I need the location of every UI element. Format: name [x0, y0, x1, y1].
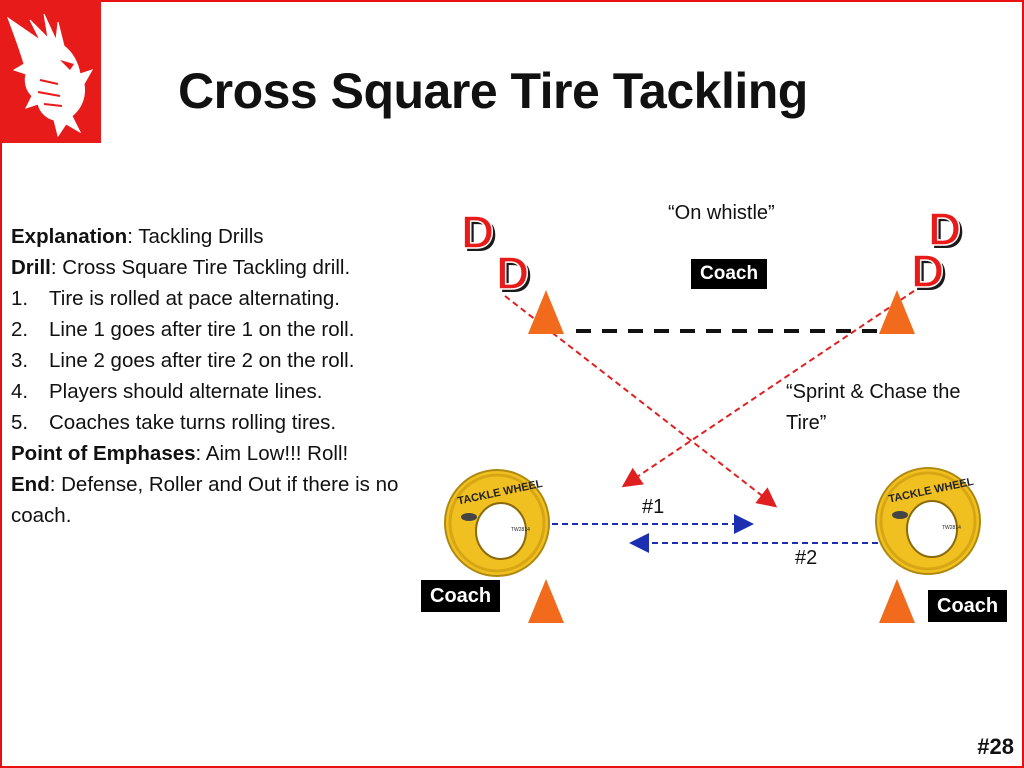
drill-line: Drill: Cross Square Tire Tackling drill.: [11, 252, 421, 283]
emphasis-label: Point of Emphases: [11, 442, 196, 465]
svg-text:D: D: [911, 245, 944, 297]
cone-bottom-right: [879, 579, 915, 623]
tire1-label: #1: [642, 496, 665, 518]
cone-bottom-left: [528, 579, 564, 623]
svg-text:D: D: [464, 209, 497, 261]
step-number: 5.: [11, 411, 29, 434]
step-text: Tire is rolled at pace alternating.: [49, 287, 340, 310]
step-item: 4. Players should alternate lines.: [11, 376, 421, 407]
tire-2: TACKLE WHEEL TW2814: [874, 466, 982, 576]
end-value: : Defense, Roller and Out if there is no…: [11, 473, 399, 527]
coach-label-bottom-left: Coach: [421, 580, 501, 612]
svg-text:D: D: [496, 247, 529, 299]
right-chase-path: [621, 290, 915, 488]
drill-value: : Cross Square Tire Tackling drill.: [50, 256, 351, 279]
step-number: 2.: [11, 318, 29, 341]
drill-explanation: Explanation: Tackling Drills Drill: Cros…: [11, 221, 421, 531]
sprint-label: “Sprint & Chase the Tire”: [786, 381, 961, 434]
svg-text:D: D: [499, 250, 532, 302]
eagle-icon: [6, 13, 94, 138]
step-item: 1. Tire is rolled at pace alternating.: [11, 283, 421, 314]
emphasis-line: Point of Emphases: Aim Low!!! Roll!: [11, 438, 421, 469]
coach-label-top: Coach: [691, 259, 768, 289]
end-label: End: [11, 473, 50, 496]
cone-top-left: [528, 290, 564, 334]
cone-top-right: [879, 290, 915, 334]
step-text: Coaches take turns rolling tires.: [49, 411, 337, 434]
defender-marker: D D: [927, 202, 964, 258]
step-item: 3. Line 2 goes after tire 2 on the roll.: [11, 345, 421, 376]
end-line: End: Defense, Roller and Out if there is…: [11, 469, 421, 531]
slide-number: #28: [977, 734, 1014, 759]
step-item: 5. Coaches take turns rolling tires.: [11, 407, 421, 438]
tire-1: TACKLE WHEEL TW2814: [443, 468, 551, 578]
explanation-line: Explanation: Tackling Drills: [11, 221, 421, 252]
step-item: 2. Line 1 goes after tire 1 on the roll.: [11, 314, 421, 345]
whistle-label: “On whistle”: [668, 202, 775, 224]
eagle-logo: [0, 0, 101, 143]
explanation-label: Explanation: [11, 225, 128, 248]
svg-text:D: D: [928, 203, 961, 255]
step-text: Players should alternate lines.: [49, 380, 323, 403]
tire2-label: #2: [795, 547, 818, 569]
svg-text:D: D: [461, 206, 494, 258]
step-number: 4.: [11, 380, 29, 403]
step-text: Line 1 goes after tire 1 on the roll.: [49, 318, 355, 341]
svg-text:D: D: [931, 206, 964, 258]
drill-label: Drill: [11, 256, 51, 279]
defender-marker: D D: [460, 205, 497, 261]
svg-text:D: D: [914, 248, 947, 300]
defender-marker: D D: [495, 246, 532, 302]
step-text: Line 2 goes after tire 2 on the roll.: [49, 349, 355, 372]
slide-title: Cross Square Tire Tackling: [178, 63, 808, 119]
coach-label-bottom-right: Coach: [928, 590, 1008, 622]
defender-marker: D D: [910, 244, 947, 300]
tire-model-text: TW2814: [942, 525, 961, 531]
explanation-value: : Tackling Drills: [127, 225, 264, 248]
step-number: 3.: [11, 349, 29, 372]
left-chase-path: [504, 295, 778, 508]
emphasis-value: : Aim Low!!! Roll!: [195, 442, 349, 465]
tire-model-text: TW2814: [511, 527, 530, 533]
step-number: 1.: [11, 287, 29, 310]
